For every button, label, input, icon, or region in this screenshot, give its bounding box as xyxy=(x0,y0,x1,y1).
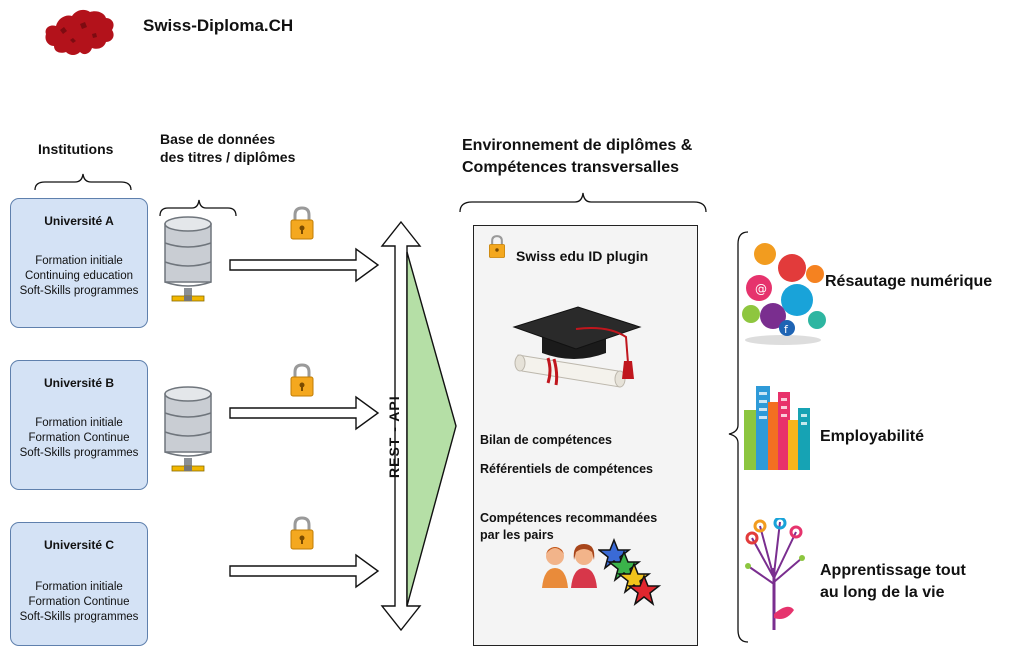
university-c-box: Université C Formation initiale Formatio… xyxy=(10,522,148,646)
institutions-brace xyxy=(34,173,132,191)
environment-heading: Environnement de diplômes & Compétences … xyxy=(462,135,692,179)
lock-icon xyxy=(290,516,314,550)
university-a-box: Université A Formation initiale Continui… xyxy=(10,198,148,328)
people-icon xyxy=(542,544,597,588)
university-line: Formation initiale xyxy=(35,417,123,429)
arrow-b xyxy=(229,395,380,431)
university-line: Formation Continue xyxy=(28,596,130,608)
university-name: Université B xyxy=(43,376,115,390)
arrow-c xyxy=(229,553,380,589)
database-brace xyxy=(159,199,237,217)
environment-heading-line-2: Compétences transversalles xyxy=(462,159,679,176)
institutions-heading: Institutions xyxy=(38,141,114,157)
skills-assessment-label: Bilan de compétences xyxy=(480,433,612,447)
rest-api-triangle xyxy=(406,251,457,607)
swiss-map-icon xyxy=(45,9,114,55)
svg-text:@: @ xyxy=(755,282,767,296)
learning-tree-icon xyxy=(745,518,805,630)
graduation-cap-icon xyxy=(512,306,642,388)
employability-label: Employabilité xyxy=(820,428,925,445)
peer-line-1: Compétences recommandées xyxy=(480,511,658,525)
university-line: Soft-Skills programmes xyxy=(19,285,139,297)
environment-brace xyxy=(459,192,707,213)
database-heading: Base de données des titres / diplômes xyxy=(160,130,295,166)
environment-heading-line-1: Environnement de diplômes & xyxy=(462,137,693,154)
university-line: Formation initiale xyxy=(35,255,123,267)
social-media-icon: @ f xyxy=(742,243,826,345)
university-b-box: Université B Formation initiale Formatio… xyxy=(10,360,148,490)
lock-icon xyxy=(489,235,505,258)
database-heading-line-2: des titres / diplômes xyxy=(160,149,296,165)
peer-line-2: par les pairs xyxy=(480,528,554,542)
stars-icon xyxy=(598,538,662,606)
lifelong-line-1: Apprentissage tout xyxy=(820,562,966,579)
lock-icon xyxy=(290,206,314,240)
university-name: Université A xyxy=(44,214,114,228)
peer-recommended-label: Compétences recommandées par les pairs xyxy=(480,510,657,544)
outcomes-brace xyxy=(728,231,749,643)
rest-api-label: REST - API xyxy=(386,395,402,478)
city-buildings-icon xyxy=(744,386,810,470)
university-line: Soft-Skills programmes xyxy=(19,447,139,459)
lock-icon xyxy=(290,363,314,397)
brand-title: Swiss-Diploma.CH xyxy=(143,16,294,35)
networking-label: Résautage numérique xyxy=(825,273,993,290)
database-icon xyxy=(164,386,212,472)
lifelong-line-2: au long de la vie xyxy=(820,584,945,601)
database-heading-line-1: Base de données xyxy=(160,131,276,147)
skills-framework-label: Référentiels de compétences xyxy=(480,462,653,476)
university-name: Université C xyxy=(43,538,115,552)
database-icon xyxy=(164,216,212,302)
svg-text:f: f xyxy=(784,323,789,336)
plugin-label: Swiss edu ID plugin xyxy=(516,248,649,264)
lifelong-learning-label: Apprentissage tout au long de la vie xyxy=(820,560,966,604)
arrow-a xyxy=(229,247,380,283)
university-line: Formation Continue xyxy=(28,432,130,444)
university-line: Formation initiale xyxy=(35,581,123,593)
university-line: Soft-Skills programmes xyxy=(19,611,139,623)
university-line: Continuing education xyxy=(24,270,134,282)
vertical-double-arrow xyxy=(380,220,422,632)
diploma-scroll-icon xyxy=(514,354,626,388)
